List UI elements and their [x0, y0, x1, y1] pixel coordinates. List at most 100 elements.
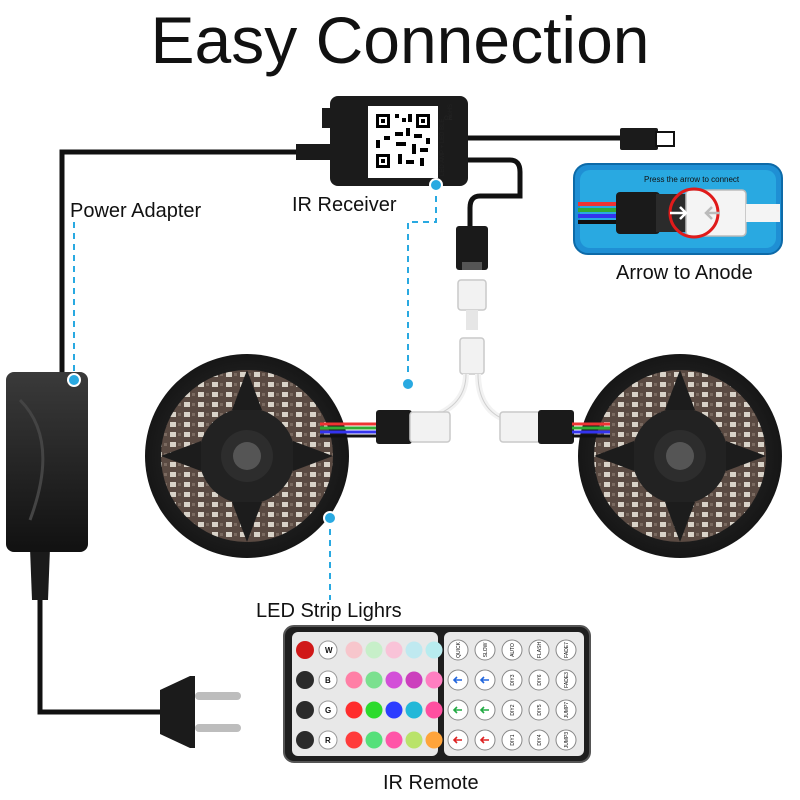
remote-function-button[interactable]	[528, 729, 550, 751]
remote-function-button[interactable]	[501, 669, 523, 691]
remote-function-button[interactable]	[474, 639, 496, 661]
remote-color-button[interactable]	[365, 701, 383, 719]
power-adapter-body	[6, 372, 88, 552]
remote-key-w[interactable]	[318, 640, 338, 660]
output-cable	[467, 157, 523, 226]
remote-key-power[interactable]	[296, 641, 314, 659]
arrow-icon	[452, 676, 462, 684]
remote-color-button[interactable]	[345, 731, 363, 749]
remote-color-button[interactable]	[425, 641, 443, 659]
remote-function-button[interactable]	[555, 729, 577, 751]
remote-color-button[interactable]	[365, 671, 383, 689]
receiver-rohs-mark: RoHS	[448, 104, 454, 120]
power-adapter-marker	[67, 373, 81, 387]
remote-function-label: DIY5	[537, 704, 543, 715]
remote-key-mode-1[interactable]	[296, 671, 314, 689]
remote-key-r[interactable]	[318, 730, 338, 750]
remote-color-button[interactable]	[405, 671, 423, 689]
arrow-icon	[452, 706, 462, 714]
remote-function-label: FADE7	[564, 642, 570, 658]
remote-key-mode-3[interactable]	[296, 731, 314, 749]
remote-function-button[interactable]	[555, 639, 577, 661]
remote-function-button[interactable]	[528, 669, 550, 691]
led-strip-marker	[323, 511, 337, 525]
remote-key-label: W	[325, 646, 333, 655]
receiver-model-text: LED AMP + LED BLE	[440, 119, 446, 176]
remote-function-button[interactable]	[528, 639, 550, 661]
ir-receiver-marker	[429, 178, 443, 192]
plug-pin-top	[195, 692, 241, 700]
label-power-adapter: Power Adapter	[70, 200, 202, 222]
remote-function-label: DIY6	[537, 674, 543, 685]
remote-function-button[interactable]	[528, 699, 550, 721]
led-reel-right	[578, 354, 782, 558]
remote-function-button[interactable]	[501, 699, 523, 721]
remote-color-button[interactable]	[385, 731, 403, 749]
mains-cable	[37, 552, 170, 715]
remote-color-button[interactable]	[405, 701, 423, 719]
arrow-icon	[479, 736, 489, 744]
arrow-icon	[479, 676, 489, 684]
remote-function-button[interactable]	[555, 669, 577, 691]
output-connector	[456, 226, 488, 270]
guide-ir-receiver	[407, 185, 437, 384]
remote-function-label: AUTO	[510, 643, 516, 657]
remote-color-button[interactable]	[365, 641, 383, 659]
remote-function-label: FLASH	[537, 642, 543, 659]
remote-color-button[interactable]	[385, 671, 403, 689]
label-ir-remote: IR Remote	[383, 772, 479, 794]
remote-function-button[interactable]	[555, 699, 577, 721]
plug-pin-bottom	[195, 724, 241, 732]
left-strip-connector	[320, 410, 451, 444]
remote-function-label: DIY4	[537, 734, 543, 745]
remote-color-panel	[292, 632, 438, 756]
page-title: Easy Connection	[150, 3, 650, 77]
remote-color-button[interactable]	[405, 731, 423, 749]
remote-color-button[interactable]	[425, 701, 443, 719]
remote-color-button[interactable]	[345, 701, 363, 719]
splitter-input	[457, 279, 487, 311]
remote-color-button[interactable]	[425, 671, 443, 689]
remote-function-label: SLOW	[483, 642, 489, 657]
remote-color-button[interactable]	[365, 731, 383, 749]
remote-key-mode-2[interactable]	[296, 701, 314, 719]
remote-function-button[interactable]	[501, 729, 523, 751]
remote-key-g[interactable]	[318, 700, 338, 720]
remote-function-label: DIY1	[510, 734, 516, 745]
label-led-strip: LED Strip Lighrs	[256, 600, 402, 622]
remote-function-button[interactable]	[501, 639, 523, 661]
label-ir-receiver: IR Receiver	[292, 194, 397, 216]
inset-caption: Press the arrow to connect	[644, 175, 740, 184]
remote-function-label: FADE3	[564, 672, 570, 688]
remote-key-label: R	[325, 736, 331, 745]
remote-color-button[interactable]	[345, 641, 363, 659]
remote-function-button[interactable]	[447, 639, 469, 661]
splitter-body	[459, 337, 485, 375]
remote-color-button[interactable]	[345, 671, 363, 689]
remote-function-label: DIY2	[510, 704, 516, 715]
remote-function-label: JUMP7	[564, 702, 570, 719]
remote-key-label: B	[325, 676, 331, 685]
remote-function-panel	[444, 632, 584, 756]
receiver-ce-mark: CE	[444, 116, 452, 122]
remote-key-b[interactable]	[318, 670, 338, 690]
power-cable	[59, 149, 330, 372]
led-reel-left	[145, 354, 349, 558]
remote-function-label: DIY3	[510, 674, 516, 685]
right-strip-connector	[499, 410, 610, 444]
remote-color-button[interactable]	[385, 641, 403, 659]
qr-code	[376, 114, 430, 168]
ir-sensor-head	[620, 128, 658, 150]
remote-color-button[interactable]	[425, 731, 443, 749]
connector-inset: Press the arrow to connect	[573, 163, 783, 255]
arrow-icon	[452, 736, 462, 744]
remote-color-button[interactable]	[385, 701, 403, 719]
label-arrow-to-anode: Arrow to Anode	[616, 262, 753, 284]
cable-strain-relief	[30, 548, 50, 600]
remote-color-button[interactable]	[405, 641, 423, 659]
arrow-icon	[479, 706, 489, 714]
receiver-guide-marker	[401, 377, 415, 391]
